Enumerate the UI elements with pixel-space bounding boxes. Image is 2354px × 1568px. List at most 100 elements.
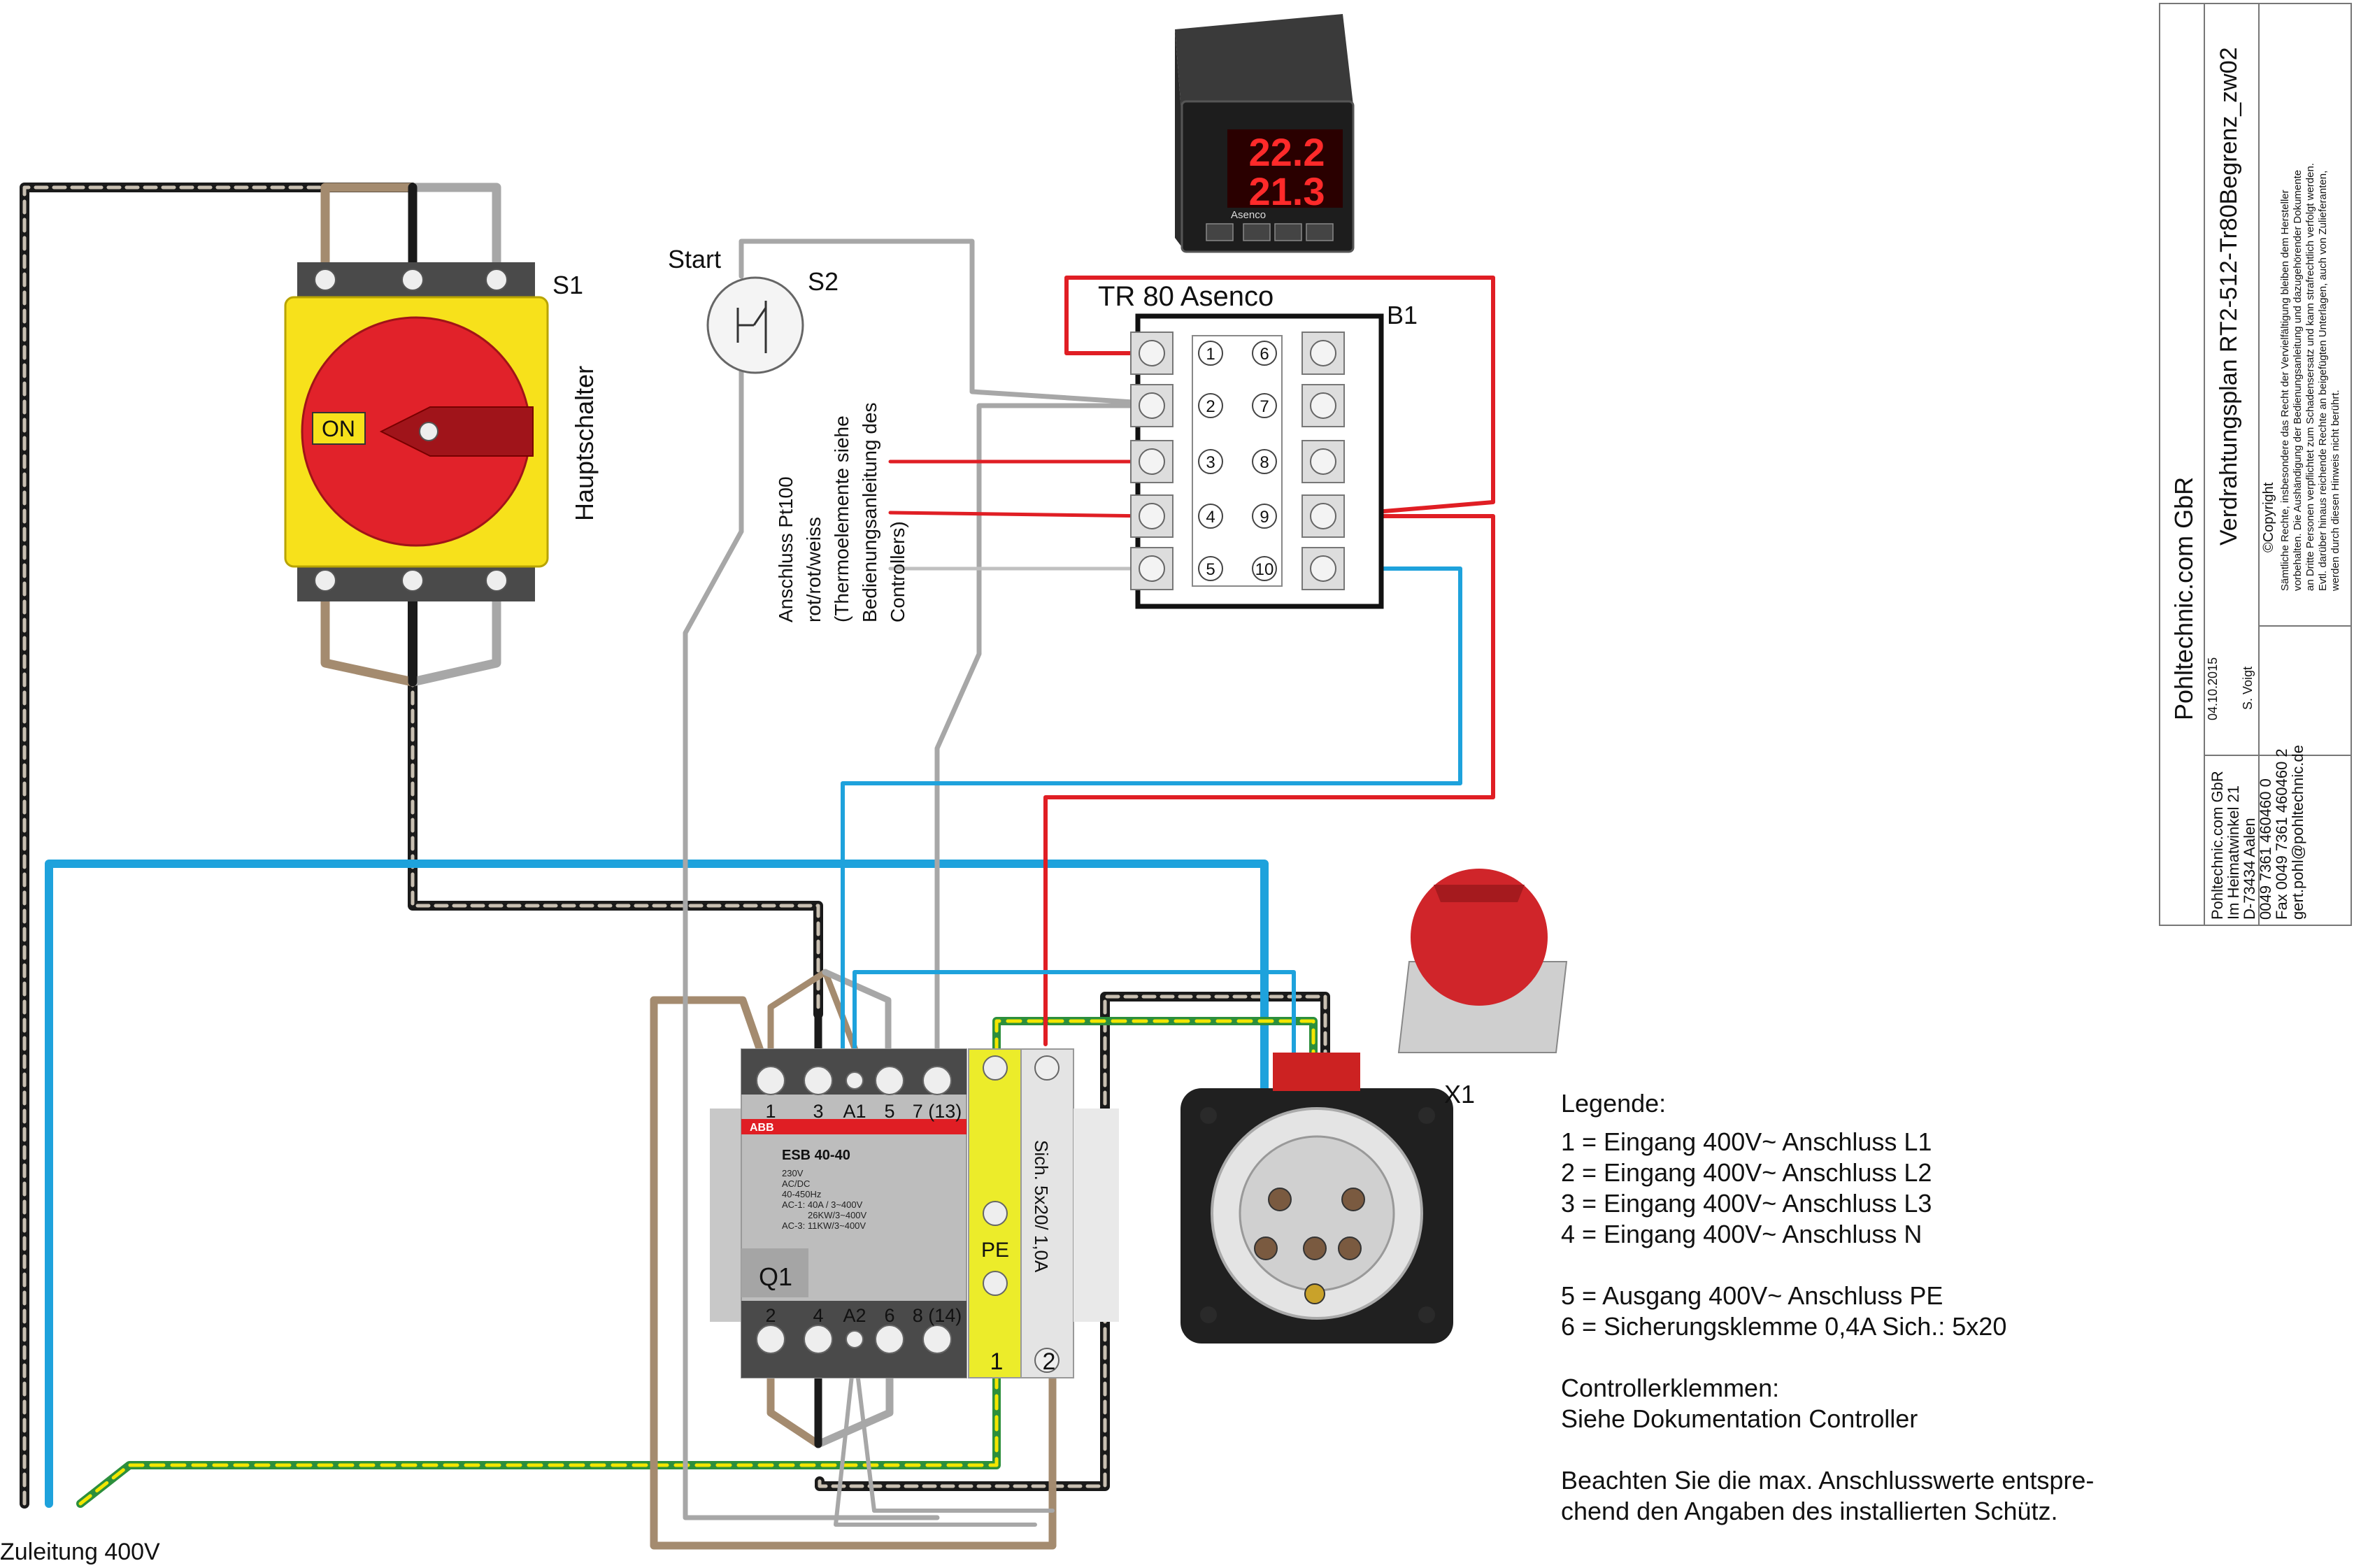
b1-label: B1	[1387, 301, 1418, 329]
legend-title: Legende:	[1561, 1089, 1666, 1118]
wire-grey-s2-b	[683, 329, 940, 1520]
tb-copyright-line: Sämtliche Rechte, insbesondere das Recht…	[2279, 190, 2291, 591]
title-block: Pohltechnic.com GbR Verdrahtungsplan RT2…	[2159, 3, 2352, 926]
q1-top-label: 1	[765, 1101, 776, 1122]
controller-num-ring	[1198, 341, 1223, 366]
tb-address-line: Pohltechnic.com GbR	[2209, 771, 2226, 920]
wire-a2-grey-2	[834, 1348, 1037, 1527]
tb-address-line: Im Heimatwinkel 21	[2225, 785, 2242, 920]
controller-screws	[1130, 332, 1345, 590]
wire-grey-ctrl2	[934, 403, 1157, 1083]
controller-terminal-right	[1301, 440, 1345, 483]
q1-top-label: 7 (13)	[913, 1101, 962, 1122]
controller-num-ring	[1252, 556, 1277, 581]
controller-num-ring	[1252, 449, 1277, 474]
legend-line: Siehe Dokumentation Controller	[1561, 1404, 1918, 1433]
tb-num-2: 2	[1043, 1348, 1056, 1375]
wire-pe-yellow	[78, 1019, 1315, 1506]
q1-top-screw	[922, 1066, 952, 1095]
tb-company: Pohltechnic.com GbR	[2169, 477, 2198, 720]
q1-spec-line: AC-3: 11KW/3~400V	[782, 1220, 866, 1231]
wire-red-pt100-2	[888, 511, 1156, 518]
s2-label: S2	[808, 267, 839, 296]
start-button-s2[interactable]: Start S2	[668, 245, 839, 374]
controller-terminal-num: 9	[1260, 508, 1269, 527]
controller-terminal-num: 10	[1255, 560, 1274, 579]
controller-terminal-num: 6	[1260, 345, 1269, 364]
supply-label: Zuleitung 400V	[0, 1539, 160, 1565]
legend-line: 2 = Eingang 400V~ Anschluss L2	[1561, 1158, 1932, 1187]
q1-brand: ABB	[750, 1122, 774, 1134]
controller-screw-right	[1310, 392, 1336, 419]
q1-top-screw	[846, 1071, 864, 1090]
controller-terminal-num: 5	[1206, 560, 1215, 579]
s1-label: S1	[552, 271, 583, 299]
q1-bottom-screw	[922, 1325, 952, 1354]
controller-screw-right	[1310, 555, 1336, 582]
q1-spec-line: AC/DC	[782, 1178, 810, 1189]
q1-model: ESB 40-40	[782, 1148, 850, 1163]
controller-brand: Asenco	[1231, 209, 1266, 221]
wire-grey-s2	[739, 238, 1136, 405]
controller-terminal-num: 8	[1260, 453, 1269, 472]
tb-copyright-line: werden durch diesen Hinweis nicht berühr…	[2330, 390, 2341, 592]
q1-bottom-screw	[875, 1325, 904, 1354]
wire-blue-ctrl	[841, 566, 1462, 1083]
controller-num-ring	[1252, 393, 1277, 418]
controller-buttons[interactable]	[1206, 223, 1334, 241]
q1-bottom-screw	[756, 1325, 785, 1354]
controller-terminal-num: 7	[1260, 397, 1269, 416]
tb-copyright-line: vorbehalten. Die Aushändigung der Bedien…	[2292, 170, 2304, 591]
wire-pe-green	[76, 1017, 1318, 1508]
wire-s1-bot-grey	[408, 576, 501, 687]
controller-screw-left	[1139, 503, 1165, 529]
q1-top-label: 5	[884, 1101, 894, 1122]
x1-label: X1	[1444, 1080, 1475, 1109]
switch-on-label: ON	[322, 416, 355, 441]
controller-num-ring	[1252, 341, 1277, 366]
controller-screw-left	[1139, 392, 1165, 419]
pt100-note-line: rot/rot/weiss	[803, 517, 825, 622]
tb-date: 04.10.2015	[2206, 657, 2220, 720]
q1-bottom-label: 8 (14)	[913, 1305, 962, 1326]
tb-author: S. Voigt	[2241, 667, 2255, 710]
q1-spec-line: AC-1: 40A / 3~400V	[782, 1199, 863, 1210]
controller-pv: 22.2	[1249, 130, 1325, 174]
wire-a2-grey	[853, 1348, 1055, 1513]
controller-num-ring	[1198, 393, 1223, 418]
pe-label: PE	[981, 1239, 1009, 1262]
q1-top-screw	[804, 1066, 833, 1095]
wire-s1-top-brown	[320, 183, 418, 278]
legend-line: 6 = Sicherungsklemme 0,4A Sich.: 5x20	[1561, 1312, 2006, 1341]
controller-screw-left	[1139, 555, 1165, 582]
pt100-note-line: Anschluss Pt100	[775, 476, 797, 622]
q1-bottom-label: 2	[765, 1305, 776, 1326]
legend-line: 3 = Eingang 400V~ Anschluss L3	[1561, 1189, 1932, 1218]
main-switch-s1[interactable]: ON S1 Hauptschalter	[284, 262, 599, 601]
tb-address-line: gert.pohl@pohltechnic.de	[2289, 745, 2306, 920]
q1-bottom-screw	[804, 1325, 833, 1354]
controller-screw-right	[1310, 503, 1336, 529]
tb-num-1: 1	[990, 1348, 1004, 1375]
tb-title: Verdrahtungsplan RT2-512-Tr80Begrenz_zw0…	[2216, 47, 2242, 546]
terminal-block: PE Sich. 5x20/ 1,0A 1 2	[968, 1048, 1119, 1378]
controller-title: TR 80 Asenco	[1098, 281, 1274, 312]
controller-num-ring	[1252, 504, 1277, 529]
controller-terminal-num: 2	[1206, 397, 1215, 416]
wire-brown-q1-2	[767, 969, 871, 1084]
legend-line: Controllerklemmen:	[1561, 1374, 1779, 1402]
wire-red-q1	[1043, 514, 1495, 1046]
legend-line: chend den Angaben des installierten Schü…	[1561, 1497, 2058, 1525]
legend: Legende:1 = Eingang 400V~ Anschluss L12 …	[1561, 1089, 2094, 1525]
legend-line: 4 = Eingang 400V~ Anschluss N	[1561, 1220, 1922, 1248]
switch-handle[interactable]	[379, 406, 534, 457]
controller-screw-left	[1139, 340, 1165, 366]
controller-terminal-num: 4	[1206, 508, 1215, 527]
controller-num-ring	[1198, 556, 1223, 581]
